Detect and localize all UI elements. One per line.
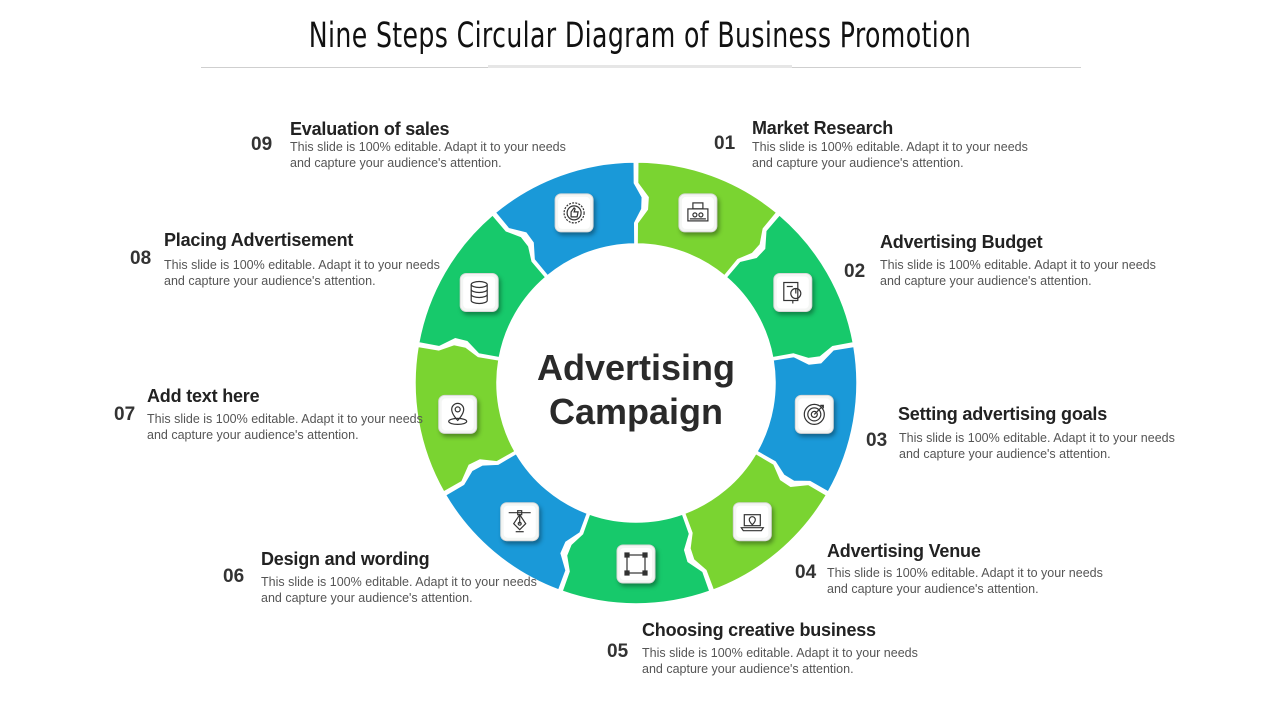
step-description: This slide is 100% editable. Adapt it to… [752, 140, 1028, 170]
step-title: Design and wording [261, 549, 430, 569]
step-title: Setting advertising goals [898, 404, 1108, 424]
step-title: Advertising Venue [827, 541, 981, 561]
center-title-line1: Advertising [537, 347, 735, 388]
step-number: 03 [866, 430, 888, 451]
step-number: 04 [795, 562, 817, 583]
budget-chart-icon [773, 273, 813, 312]
center-title-line2: Campaign [549, 391, 723, 432]
step-title: Add text here [147, 386, 260, 406]
step-description: This slide is 100% editable. Adapt it to… [147, 412, 423, 442]
database-icon [459, 273, 499, 312]
step-number: 07 [114, 404, 136, 425]
step-number: 06 [223, 566, 245, 587]
pen-tool-icon [500, 502, 540, 542]
step-title: Placing Advertisement [164, 230, 354, 250]
step-title: Advertising Budget [880, 232, 1043, 252]
step-number: 09 [251, 134, 273, 155]
presentation-icon [678, 193, 718, 233]
step-description: This slide is 100% editable. Adapt it to… [899, 431, 1175, 461]
step-title: Choosing creative business [642, 620, 876, 640]
step-description: This slide is 100% editable. Adapt it to… [827, 566, 1103, 596]
map-pin-icon [438, 394, 478, 434]
page-title: Nine Steps Circular Diagram of Business … [308, 16, 972, 56]
step-description: This slide is 100% editable. Adapt it to… [290, 140, 566, 170]
step-title: Market Research [752, 118, 894, 138]
step-description: This slide is 100% editable. Adapt it to… [261, 575, 537, 605]
step-title: Evaluation of sales [290, 119, 450, 139]
selection-frame-icon [616, 544, 656, 584]
title-divider-accent [488, 65, 792, 68]
ring-icons [438, 193, 834, 584]
step-number: 02 [844, 261, 866, 282]
step-description: This slide is 100% editable. Adapt it to… [164, 258, 440, 288]
step-number: 01 [714, 133, 736, 154]
laptop-location-icon [732, 502, 772, 542]
target-icon [794, 394, 834, 434]
step-number: 05 [607, 641, 629, 662]
step-description: This slide is 100% editable. Adapt it to… [642, 646, 918, 676]
thumbs-up-badge-icon [554, 193, 594, 233]
step-number: 08 [130, 248, 152, 269]
step-description: This slide is 100% editable. Adapt it to… [880, 258, 1156, 288]
